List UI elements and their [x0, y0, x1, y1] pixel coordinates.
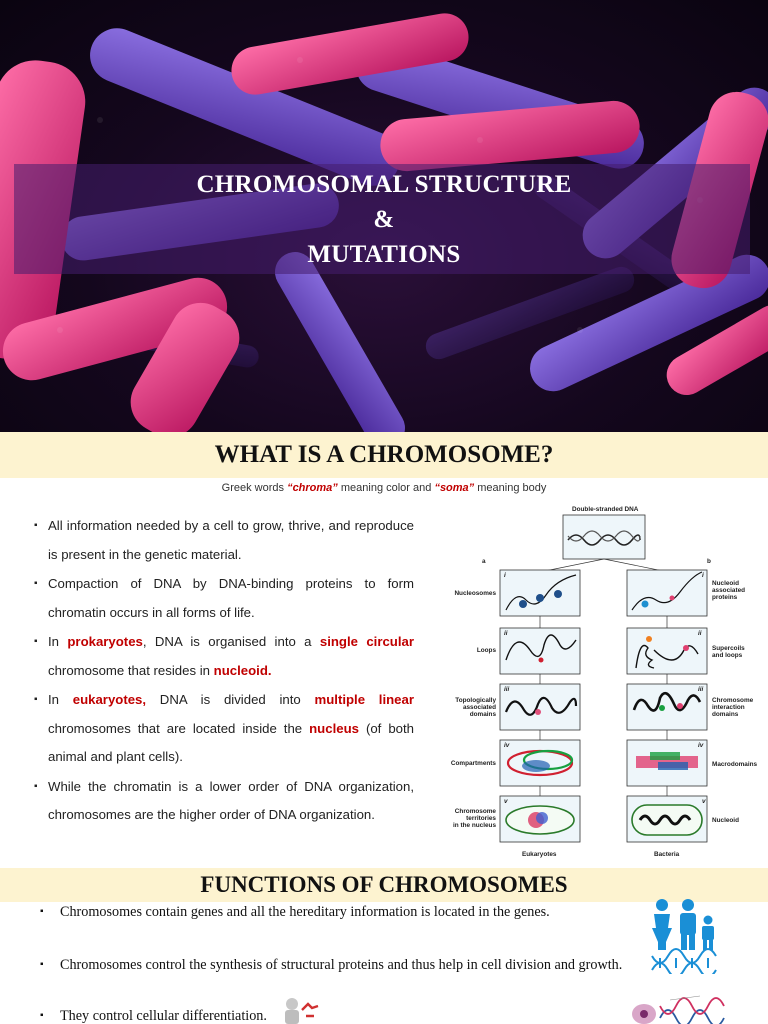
term-eukaryotes: eukaryotes, — [72, 692, 147, 707]
svg-text:in the nucleus: in the nucleus — [453, 822, 496, 829]
bullet-text: , DNA is organised into a — [142, 634, 320, 649]
bullet-text: DNA is divided into — [146, 692, 315, 707]
function-text: Chromosomes control the synthesis of str… — [60, 957, 623, 973]
bullet-text: chromosome that resides in — [48, 662, 214, 678]
svg-text:Chromosome: Chromosome — [455, 808, 497, 815]
subtitle-text: Greek words — [221, 482, 288, 494]
bullet-prokaryotes: In prokaryotes, DNA is organised into a … — [34, 628, 414, 685]
svg-text:Chromosome: Chromosome — [712, 697, 754, 704]
bullet-text: chromosomes that are located inside the — [48, 720, 310, 736]
bullet-genetic-material: All information needed by a cell to grow… — [34, 512, 414, 569]
chromosome-bullet-list: All information needed by a cell to grow… — [34, 512, 414, 831]
svg-text:Nucleoid: Nucleoid — [712, 817, 739, 824]
cell-differentiation-icon — [285, 998, 319, 1024]
page-title-line-3: MUTATIONS — [307, 241, 461, 268]
chromosome-illustration — [0, 13, 768, 432]
function-text: They control cellular differentiation. — [60, 1008, 267, 1024]
subtitle-text: meaning body — [474, 482, 547, 494]
bullet-marker: ▪ — [40, 1010, 44, 1021]
section-heading-what-is-chromosome: WHAT IS A CHROMOSOME? — [0, 432, 768, 478]
figure-top-label: Double-stranded DNA — [572, 506, 639, 513]
title-band — [14, 164, 750, 274]
svg-text:associated: associated — [712, 587, 745, 594]
svg-text:Nucleoid: Nucleoid — [712, 580, 739, 587]
svg-text:ii: ii — [504, 630, 508, 637]
function-item-proteins: ▪ Chromosomes control the synthesis of s… — [40, 957, 660, 974]
bullet-marker: ▪ — [40, 906, 44, 917]
page-title-line-1: CHROMOSOMAL STRUCTURE — [196, 171, 572, 198]
svg-text:i: i — [504, 572, 506, 579]
svg-text:i: i — [702, 572, 704, 579]
svg-text:Nucleosomes: Nucleosomes — [454, 590, 496, 597]
figure-bacteria-label: Bacteria — [654, 851, 680, 858]
svg-text:Supercoils: Supercoils — [712, 645, 745, 652]
figure-col-a: a — [482, 558, 486, 565]
function-item-genes: ▪ Chromosomes contain genes and all the … — [40, 904, 640, 921]
bullet-eukaryotes: In eukaryotes, DNA is divided into multi… — [34, 686, 414, 772]
svg-text:interaction: interaction — [712, 704, 745, 711]
svg-text:associated: associated — [463, 704, 496, 711]
svg-text:proteins: proteins — [712, 594, 738, 601]
svg-text:v: v — [702, 798, 706, 805]
svg-text:domains: domains — [470, 711, 497, 718]
section-heading-functions: FUNCTIONS OF CHROMOSOMES — [0, 868, 768, 902]
bullet-text: (of both animal and plant cells). — [48, 720, 415, 765]
family-dna-icon — [651, 899, 717, 974]
subtitle-term-chroma: “chroma” — [287, 482, 338, 494]
bullet-text: In — [48, 634, 68, 649]
svg-text:ii: ii — [698, 630, 702, 637]
svg-text:iii: iii — [504, 686, 510, 693]
term-single-circular: single circular — [319, 634, 414, 649]
function-text: Chromosomes contain genes and all the he… — [60, 904, 550, 920]
term-prokaryotes: prokaryotes — [67, 634, 143, 649]
bullet-compaction: Compaction of DNA by DNA-binding protein… — [34, 570, 414, 627]
svg-text:Compartments: Compartments — [451, 760, 497, 767]
etymology-subtitle: Greek words “chroma” meaning color and “… — [0, 482, 768, 494]
svg-text:Topologically: Topologically — [455, 697, 496, 704]
term-nucleus: nucleus — [309, 720, 359, 736]
svg-text:domains: domains — [712, 711, 739, 718]
svg-text:Macrodomains: Macrodomains — [712, 761, 758, 768]
svg-text:iv: iv — [504, 742, 510, 749]
hero-banner: CHROMOSOMAL STRUCTURE & MUTATIONS — [0, 0, 768, 432]
svg-text:Loops: Loops — [477, 647, 497, 654]
svg-text:iii: iii — [698, 686, 704, 693]
bullet-marker: ▪ — [40, 959, 44, 970]
subtitle-term-soma: “soma” — [434, 482, 475, 494]
figure-col-b: b — [707, 558, 711, 565]
svg-text:v: v — [504, 798, 508, 805]
page-title-line-2: & — [373, 206, 395, 233]
dna-organization-figure: Double-stranded DNA a b — [440, 500, 760, 862]
term-nucleoid: nucleoid. — [213, 662, 272, 678]
svg-text:and loops: and loops — [712, 652, 743, 659]
bullet-text: In — [48, 692, 73, 707]
function-item-differentiation: ▪ They control cellular differentiation. — [40, 1008, 300, 1024]
svg-text:territories: territories — [466, 815, 496, 822]
subtitle-text: meaning color and — [337, 482, 435, 494]
term-multiple-linear: multiple linear — [314, 692, 415, 707]
svg-text:iv: iv — [698, 742, 704, 749]
bullet-chromatin-order: While the chromatin is a lower order of … — [34, 773, 414, 830]
figure-eukaryotes-label: Eukaryotes — [522, 851, 557, 858]
chromosome-dna-diagram-icon — [632, 995, 725, 1024]
